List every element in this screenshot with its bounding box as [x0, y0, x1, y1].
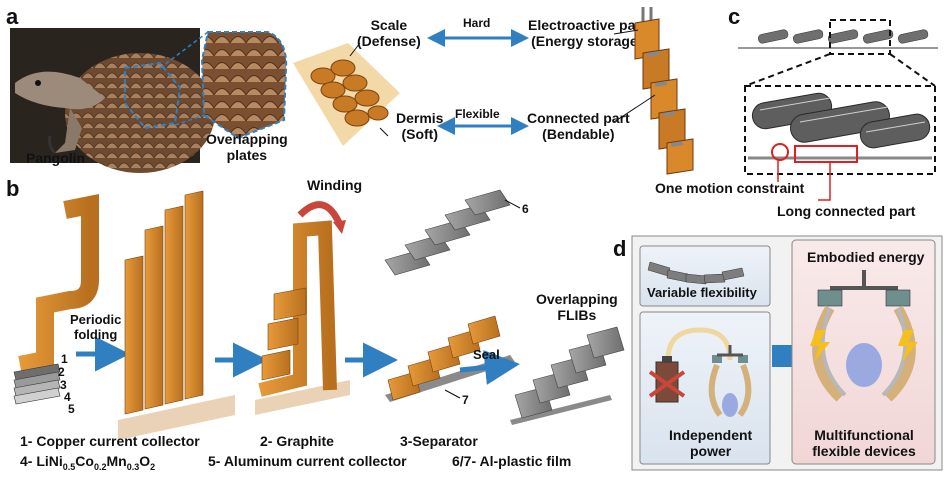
overlapping-plates-label: Overlapping plates [206, 131, 288, 163]
layer-number-6: 6 [522, 202, 529, 216]
overlapping-plates-image [200, 31, 288, 140]
seal-label: Seal [473, 347, 500, 362]
periodic-folding-label: Periodic folding [70, 312, 122, 343]
hard-label: Hard [463, 16, 491, 30]
legend4-sub1: 0.5 [62, 461, 76, 472]
layer-number-4: 4 [64, 390, 71, 404]
legend-4: 4- LiNi0.5Co0.2Mn0.3O2 [20, 453, 155, 472]
legend4-mn: Mn [106, 453, 127, 469]
layer-number-3: 3 [60, 378, 67, 392]
layer-number-2: 2 [58, 365, 65, 379]
connected-label: Connected part (Bendable) [527, 110, 630, 142]
periodic-line1: Periodic [70, 312, 122, 327]
stacked-battery-model [634, 7, 694, 175]
variable-flexibility-label: Variable flexibility [647, 285, 757, 300]
electroactive-label: Electroactive part (Energy storage) [528, 17, 646, 49]
electroactive-line2: (Energy storage) [531, 33, 643, 50]
multifunctional-line2: flexible devices [812, 443, 916, 460]
dermis-line1: Dermis [396, 110, 444, 126]
independent-power-label: Independent power [669, 427, 752, 459]
periodic-line2: folding [73, 326, 118, 342]
one-motion-label: One motion constraint [655, 180, 805, 196]
multifunctional-label: Multifunctional flexible devices [800, 427, 928, 459]
scale-dermis-model [293, 42, 400, 146]
legend4-o: O [139, 453, 151, 469]
layer-number-7: 7 [462, 393, 469, 407]
connected-line1: Connected part [527, 110, 630, 126]
flibs-line1: Overlapping [536, 291, 618, 307]
dermis-line2: (Soft) [401, 126, 438, 143]
overlapping-plates-line2: plates [226, 147, 268, 164]
legend-6: 6/7- Al-plastic film [452, 453, 572, 469]
pangolin-label: Pangolin [26, 150, 86, 166]
panel-c-top-view [738, 19, 938, 55]
independent-line1: Independent [669, 427, 753, 443]
independent-line2: power [690, 443, 732, 460]
overlapping-plates-line1: Overlapping [206, 131, 288, 147]
legend-3: 3-Separator [400, 433, 478, 449]
flibs-line2: FLIBs [557, 307, 597, 324]
pangolin-image [10, 28, 215, 173]
overlapping-flibs-label: Overlapping FLIBs [536, 291, 618, 323]
scale-line1: Scale [370, 17, 408, 33]
dermis-label: Dermis (Soft) [396, 110, 443, 142]
embodied-energy-label: Embodied energy [807, 249, 925, 265]
legend4-prefix: 4- LiNi [20, 453, 63, 469]
layer-number-5: 5 [68, 402, 75, 416]
panel-a-label: a [6, 4, 19, 29]
connected-line2: (Bendable) [542, 126, 615, 143]
legend4-sub4: 2 [150, 461, 156, 472]
scale-line2: (Defense) [357, 33, 421, 50]
legend4-sub3: 0.3 [126, 461, 140, 472]
legend4-sub2: 0.2 [93, 461, 107, 472]
legend-2: 2- Graphite [260, 433, 334, 449]
long-connected-label: Long connected part [777, 203, 916, 219]
panel-d-label: d [613, 236, 627, 261]
legend-1: 1- Copper current collector [20, 433, 200, 449]
scale-label: Scale (Defense) [357, 17, 421, 49]
electroactive-line1: Electroactive part [528, 17, 646, 33]
panel-c-label: c [728, 4, 741, 29]
legend4-co: Co [75, 453, 94, 469]
panel-b-label: b [6, 176, 20, 201]
multifunctional-line1: Multifunctional [814, 427, 914, 443]
legend-5: 5- Aluminum current collector [208, 453, 407, 469]
layer-number-1: 1 [61, 352, 68, 366]
winding-label: Winding [307, 177, 363, 193]
